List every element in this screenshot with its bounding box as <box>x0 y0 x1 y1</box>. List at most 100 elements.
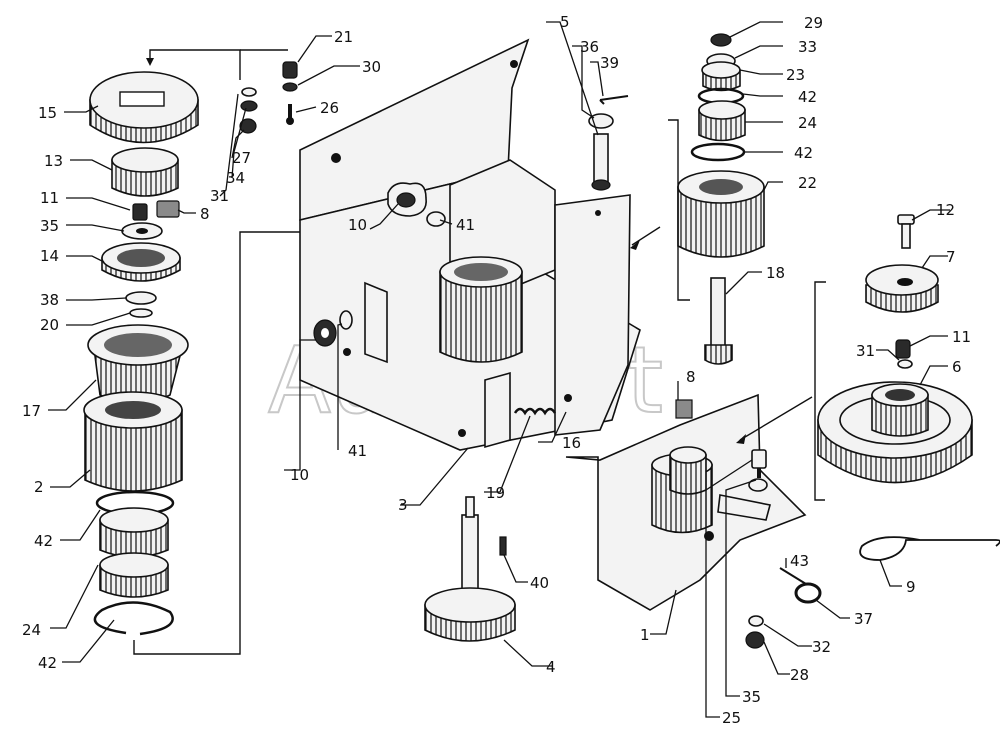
callout-39: 39 <box>600 54 619 72</box>
part-16-bracket <box>554 194 631 436</box>
part-41-oring-top <box>426 211 446 227</box>
callout-5: 5 <box>560 13 570 31</box>
part-10-plug-top <box>387 182 427 217</box>
callout-16: 16 <box>562 434 581 452</box>
part-13-hub <box>111 147 179 197</box>
callout-8-center: 8 <box>686 368 696 386</box>
part-42-ring-left-lower <box>93 601 174 636</box>
part-38-washer <box>125 291 157 305</box>
callout-2: 2 <box>34 478 44 496</box>
part-1-bracket <box>565 393 807 611</box>
part-11-screw-left <box>132 203 148 221</box>
callout-17: 17 <box>22 402 41 420</box>
part-20-washer <box>129 308 153 318</box>
callout-27: 27 <box>232 149 251 167</box>
part-5-bolt <box>591 133 611 191</box>
part-35-washer-right <box>748 478 768 492</box>
callout-28: 28 <box>790 666 809 684</box>
callout-31-right: 31 <box>856 342 875 360</box>
callout-24-right: 24 <box>798 114 817 132</box>
callout-42-left-upper: 42 <box>34 532 53 550</box>
part-24-bearings-left <box>99 507 169 598</box>
part-37-ring <box>794 582 822 604</box>
callout-31-upper: 31 <box>210 187 229 205</box>
callout-33: 33 <box>798 38 817 56</box>
part-14-ring <box>101 242 181 282</box>
callout-23: 23 <box>786 66 805 84</box>
part-34-washer <box>240 100 258 112</box>
part-29-nut <box>710 33 732 47</box>
part-39-cotter-pin <box>599 95 629 105</box>
part-32-washer <box>748 615 764 627</box>
part-27-nut <box>239 118 257 134</box>
part-4-shaft-gear <box>424 496 516 642</box>
callout-19: 19 <box>486 484 505 502</box>
callout-10-top: 10 <box>348 216 367 234</box>
callout-38: 38 <box>40 291 59 309</box>
callout-3: 3 <box>398 496 408 514</box>
callout-29: 29 <box>804 14 823 32</box>
callout-11-right: 11 <box>952 328 971 346</box>
part-18-pin <box>704 277 733 365</box>
assembly-line-top <box>149 49 241 80</box>
callout-12: 12 <box>936 201 955 219</box>
part-12-screw <box>897 214 915 249</box>
callout-35-left: 35 <box>40 217 59 235</box>
callout-11-left: 11 <box>40 189 59 207</box>
part-10-plug-side <box>313 319 337 347</box>
callout-7: 7 <box>946 248 956 266</box>
part-35-washer-left <box>121 222 163 240</box>
callout-41-top: 41 <box>456 216 475 234</box>
callout-1: 1 <box>640 626 650 644</box>
callout-37: 37 <box>854 610 873 628</box>
callout-24-left: 24 <box>22 621 41 639</box>
part-8-key-left <box>156 200 180 218</box>
part-36-washer <box>588 113 614 129</box>
callout-42-right-lower: 42 <box>794 144 813 162</box>
part-25-bolt <box>751 449 767 478</box>
callout-40: 40 <box>530 574 549 592</box>
part-31-washer-upper <box>241 87 257 97</box>
part-40-key <box>499 536 507 556</box>
callout-42-right-upper: 42 <box>798 88 817 106</box>
callout-18: 18 <box>766 264 785 282</box>
part-8-key-center <box>675 399 693 419</box>
part-21-bushing <box>282 61 298 79</box>
callout-21: 21 <box>334 28 353 46</box>
part-2-drum <box>83 391 183 492</box>
part-43-pin <box>779 567 807 585</box>
callout-8-left: 8 <box>200 205 210 223</box>
callout-4: 4 <box>546 658 556 676</box>
part-22-bushing <box>677 170 765 258</box>
part-30-washer <box>282 82 298 92</box>
part-7-collar <box>865 264 939 313</box>
callout-20: 20 <box>40 316 59 334</box>
part-11-screw-right <box>895 339 911 359</box>
callout-30: 30 <box>362 58 381 76</box>
callout-42-left-lower: 42 <box>38 654 57 672</box>
callout-26: 26 <box>320 99 339 117</box>
part-42-ring-right-lower <box>690 142 746 162</box>
callout-25: 25 <box>722 709 741 727</box>
callout-22: 22 <box>798 174 817 192</box>
callout-14: 14 <box>40 247 59 265</box>
part-19-spring <box>513 407 557 416</box>
callout-41-side: 41 <box>348 442 367 460</box>
part-24-bearing-right <box>698 100 746 142</box>
callout-36: 36 <box>580 38 599 56</box>
part-15-cover <box>89 71 199 144</box>
part-31-washer-right <box>897 359 913 369</box>
part-6-pulley <box>817 381 973 484</box>
callout-35-right: 35 <box>742 688 761 706</box>
callout-32: 32 <box>812 638 831 656</box>
part-23-nut <box>701 61 741 92</box>
callout-10-side: 10 <box>290 466 309 484</box>
callout-34: 34 <box>226 169 245 187</box>
callout-15: 15 <box>38 104 57 122</box>
callout-9: 9 <box>906 578 916 596</box>
callout-13: 13 <box>44 152 63 170</box>
callout-labels: 21 30 26 15 13 27 34 31 11 8 35 14 38 20… <box>22 13 971 727</box>
part-28-nut <box>745 631 765 649</box>
callout-6: 6 <box>952 358 962 376</box>
